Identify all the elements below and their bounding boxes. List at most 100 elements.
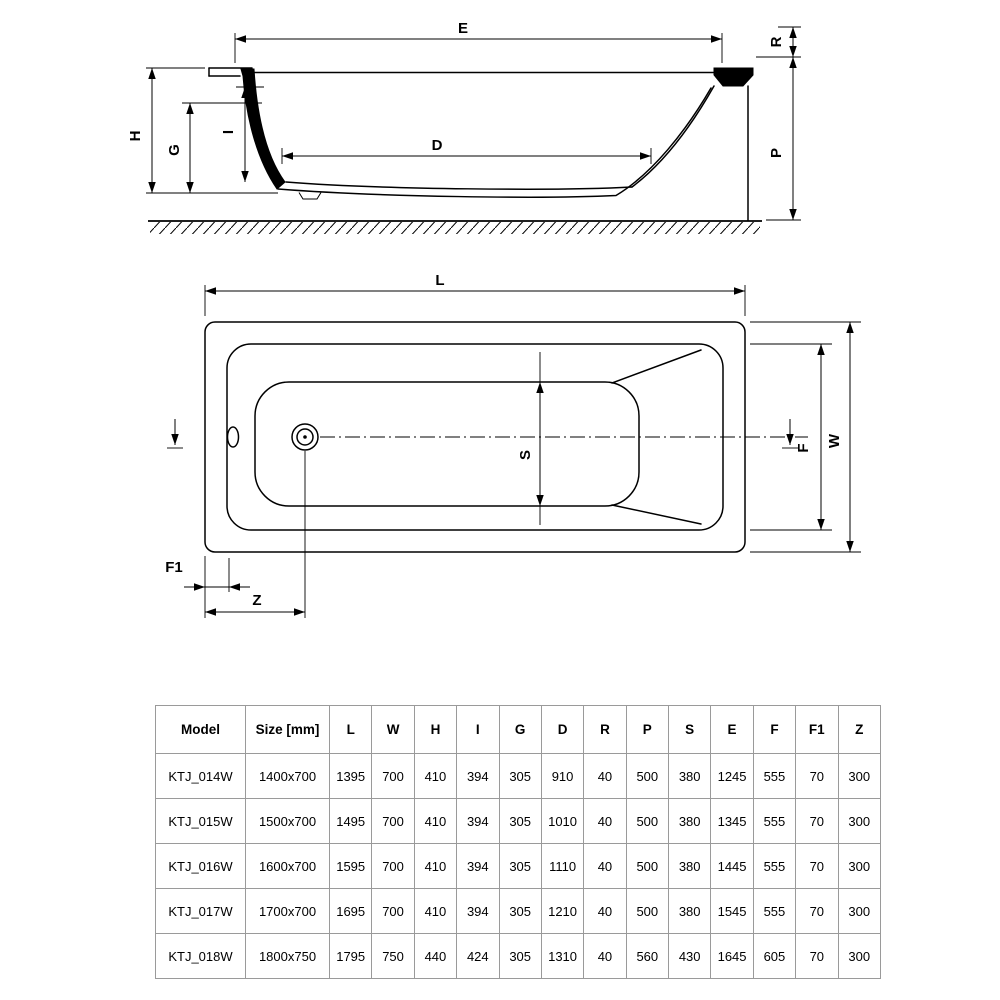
col-header-D: D — [540, 705, 585, 754]
cell-value: 305 — [498, 888, 542, 934]
cell-value: 1645 — [710, 933, 754, 979]
table-header-row: Model Size [mm] L W H I G D R P S E F F1… — [155, 705, 881, 754]
cell-value: 1495 — [328, 798, 373, 844]
dim-label-H: H — [127, 131, 144, 142]
table-row: KTJ_018W 1800x750 1795 750 440 424 305 1… — [155, 933, 881, 979]
cell-value: 555 — [752, 798, 797, 844]
table-row: KTJ_015W 1500x700 1495 700 410 394 305 1… — [155, 798, 881, 844]
cell-value: 750 — [371, 933, 415, 979]
cell-value: 1545 — [710, 888, 754, 934]
table-row: KTJ_017W 1700x700 1695 700 410 394 305 1… — [155, 888, 881, 934]
cell-model: KTJ_015W — [155, 798, 246, 844]
cell-value: 1210 — [540, 888, 585, 934]
cell-model: KTJ_017W — [155, 888, 246, 934]
cell-value: 394 — [456, 843, 500, 889]
cell-value: 605 — [752, 933, 797, 979]
cell-value: 70 — [795, 933, 839, 979]
drain-outer-circle — [291, 423, 319, 451]
cell-value: 70 — [795, 843, 839, 889]
cell-value: 1445 — [710, 843, 754, 889]
dimension-H: H — [127, 67, 278, 194]
cell-value: 70 — [795, 753, 839, 799]
side-view-drawing: E R P H G — [127, 20, 801, 234]
dimension-Z: Z — [205, 451, 306, 618]
dimension-R: R — [756, 26, 801, 58]
cell-value: 305 — [498, 798, 542, 844]
cell-value: 1695 — [328, 888, 373, 934]
cell-value: 40 — [583, 888, 627, 934]
drain-fitting-mark — [298, 192, 322, 200]
cell-value: 380 — [667, 753, 712, 799]
cell-size: 1600x700 — [245, 843, 330, 889]
dimension-F: F — [750, 343, 832, 531]
tub-right-rim-section — [713, 67, 754, 87]
cell-value: 500 — [625, 753, 670, 799]
cell-value: 424 — [456, 933, 500, 979]
cell-value: 1245 — [710, 753, 754, 799]
dimension-D: D — [281, 137, 652, 164]
col-header-size: Size [mm] — [245, 705, 330, 754]
dimension-E: E — [234, 20, 723, 63]
col-header-W: W — [371, 705, 415, 754]
col-header-S: S — [667, 705, 712, 754]
cell-value: 394 — [456, 798, 500, 844]
cell-value: 380 — [667, 888, 712, 934]
cell-value: 40 — [583, 753, 627, 799]
dimension-P: P — [766, 57, 801, 221]
col-header-model: Model — [155, 705, 246, 754]
cell-value: 555 — [752, 888, 797, 934]
cell-value: 555 — [752, 843, 797, 889]
cell-value: 300 — [837, 843, 881, 889]
cell-value: 700 — [371, 798, 415, 844]
dimension-I: I — [220, 86, 264, 182]
cell-value: 700 — [371, 753, 415, 799]
dim-label-Z: Z — [252, 592, 261, 609]
dim-label-S: S — [517, 450, 534, 460]
cell-value: 305 — [498, 753, 542, 799]
dim-label-L: L — [435, 272, 444, 289]
cell-value: 700 — [371, 843, 415, 889]
cell-value: 700 — [371, 888, 415, 934]
ground-line — [148, 220, 762, 234]
cell-value: 1595 — [328, 843, 373, 889]
cell-value: 1795 — [328, 933, 373, 979]
dimension-L: L — [204, 272, 746, 316]
cell-model: KTJ_018W — [155, 933, 246, 979]
cell-value: 300 — [837, 798, 881, 844]
dimension-W: W — [750, 321, 861, 553]
cell-value: 1110 — [540, 843, 585, 889]
dim-label-F: F — [795, 443, 812, 452]
cell-value: 440 — [413, 933, 458, 979]
cell-value: 430 — [667, 933, 712, 979]
cell-value: 300 — [837, 933, 881, 979]
drain-center-point — [303, 435, 307, 439]
cell-size: 1800x750 — [245, 933, 330, 979]
cell-value: 410 — [413, 888, 458, 934]
drain-inner-circle — [296, 428, 314, 446]
cell-value: 410 — [413, 753, 458, 799]
cell-value: 380 — [667, 843, 712, 889]
dim-label-I: I — [220, 130, 237, 134]
cell-value: 394 — [456, 888, 500, 934]
spec-table: Model Size [mm] L W H I G D R P S E F F1… — [155, 705, 881, 979]
cell-value: 1310 — [540, 933, 585, 979]
cell-value: 394 — [456, 753, 500, 799]
col-header-P: P — [625, 705, 670, 754]
tub-top-outline — [204, 321, 808, 553]
centerline-markers — [167, 419, 798, 449]
table-row: KTJ_016W 1600x700 1595 700 410 394 305 1… — [155, 843, 881, 889]
dimension-S: S — [517, 352, 544, 525]
cell-model: KTJ_014W — [155, 753, 246, 799]
col-header-H: H — [413, 705, 458, 754]
overflow-opening — [226, 426, 240, 448]
cell-value: 500 — [625, 843, 670, 889]
cell-value: 380 — [667, 798, 712, 844]
cell-value: 70 — [795, 888, 839, 934]
cell-size: 1500x700 — [245, 798, 330, 844]
dim-label-F1: F1 — [165, 559, 183, 576]
cell-value: 910 — [540, 753, 585, 799]
cell-value: 40 — [583, 843, 627, 889]
dim-label-W: W — [826, 433, 843, 448]
dim-label-R: R — [768, 36, 785, 47]
cell-value: 500 — [625, 798, 670, 844]
